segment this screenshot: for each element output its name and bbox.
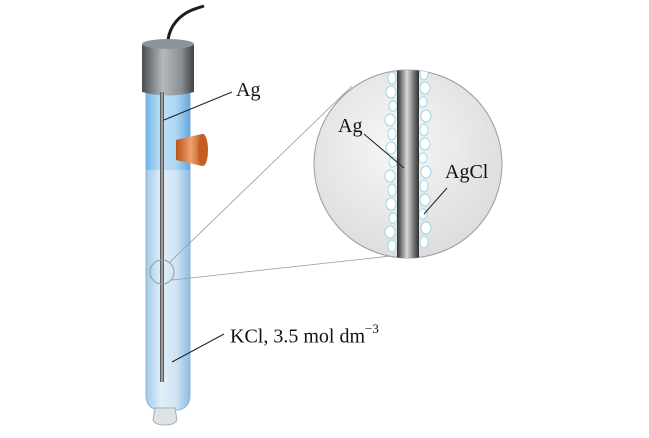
ag-outer-label: Ag xyxy=(236,79,261,101)
agcl-label: AgCl xyxy=(445,161,489,183)
ag-inner-label: Ag xyxy=(338,115,363,137)
agcl-coating-right xyxy=(418,70,432,249)
kcl-label-text: KCl, 3.5 mol dm xyxy=(230,325,366,348)
ag-outer-leader xyxy=(163,91,233,121)
magnified-content xyxy=(384,70,432,258)
magnified-silver-wire xyxy=(397,70,419,258)
kcl-label-exponent: −3 xyxy=(365,321,379,336)
agcl-leader xyxy=(423,187,448,215)
cable xyxy=(166,4,205,41)
zoom-line-upper xyxy=(169,85,353,263)
electrode-cap xyxy=(142,40,194,96)
filling-plug-face xyxy=(198,134,208,166)
filling-plug xyxy=(176,134,206,166)
kcl-label: KCl, 3.5 mol dm−3 xyxy=(230,321,379,348)
zoom-line-lower xyxy=(171,254,401,281)
cap-top xyxy=(142,39,194,49)
zoom-source-circle xyxy=(149,259,175,285)
ceramic-tip xyxy=(152,407,178,426)
ag-inner-leader xyxy=(363,133,405,169)
kcl-leader xyxy=(171,333,225,363)
silver-wire xyxy=(160,92,164,382)
outer-tube xyxy=(145,91,191,411)
agcl-coating-left xyxy=(384,71,398,253)
